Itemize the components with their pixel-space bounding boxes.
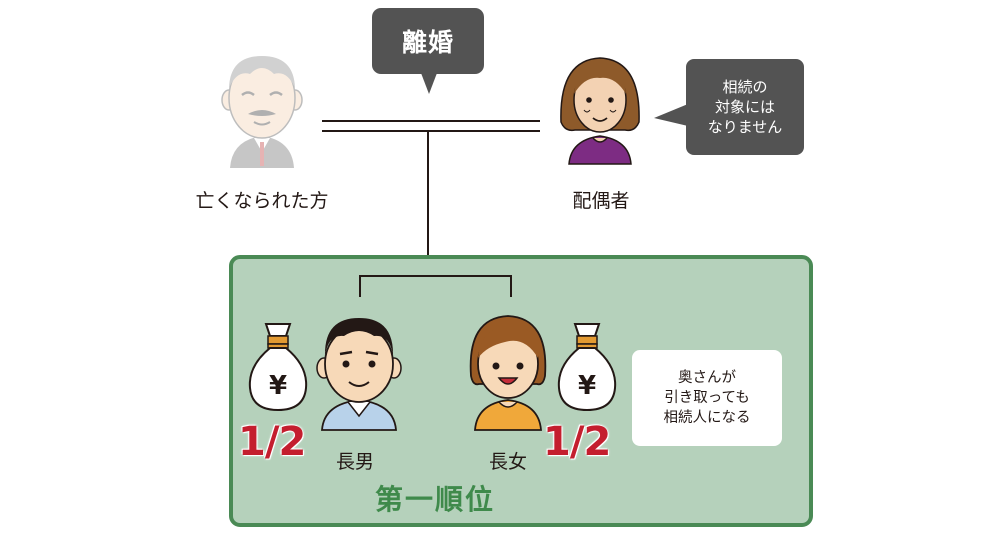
custody-note-line: 引き取っても [664,390,750,406]
money-bag-icon-left: ¥ [248,323,308,412]
spouse-note-line: 相続の [722,78,768,96]
spouse-note-line: 対象には [714,98,775,116]
spouse-label: 配偶者 [572,190,630,212]
money-bag-icon-right: ¥ [557,323,617,412]
first-rank-label: 第一順位 [374,483,495,516]
spouse-note-bubble: 相続の 対象には なりません [686,59,804,155]
yen-symbol: ¥ [269,371,287,401]
daughter-label: 長女 [488,451,527,473]
spouse-note-tail [654,104,688,126]
son-figure [316,318,402,431]
son-label: 長男 [335,451,374,473]
spouse-figure [560,57,640,165]
spouse-note-line: なりません [707,118,783,136]
yen-symbol: ¥ [578,371,596,401]
deceased-person-figure [221,56,303,168]
custody-note-box: 奥さんが 引き取っても 相続人になる [632,350,782,446]
custody-note-line: 相続人になる [663,410,751,426]
daughter-share: 1/2 [543,419,611,465]
divorce-label: 離婚 [372,8,484,74]
deceased-label: 亡くなられた方 [195,190,329,212]
custody-note-line: 奥さんが [678,370,736,386]
son-share: 1/2 [238,419,306,465]
daughter-figure [469,315,547,431]
divorce-bubble-tail [421,73,437,94]
